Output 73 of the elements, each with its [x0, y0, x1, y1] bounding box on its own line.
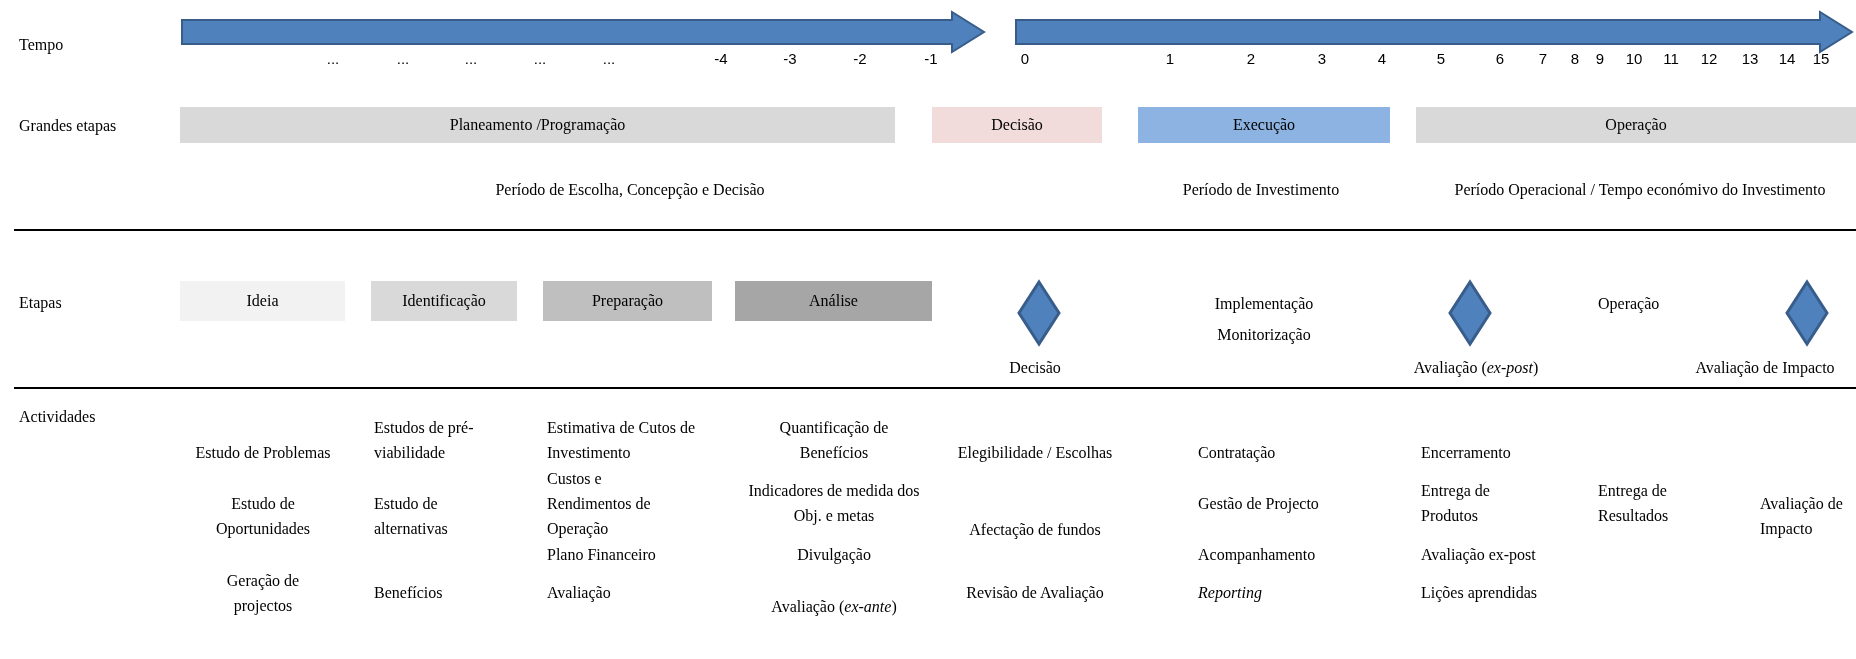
- activity-text: Estudo de Problemas: [194, 443, 332, 463]
- stage-box: Identificação: [371, 281, 517, 321]
- tick-label: 3: [1316, 49, 1328, 69]
- tick-label: 12: [1699, 49, 1719, 69]
- stage-label: Implementação: [1213, 294, 1315, 315]
- activity-text: Avaliação ex-post: [1421, 545, 1537, 566]
- tick-label: 6: [1494, 49, 1506, 69]
- activity-text: Avaliação: [547, 583, 612, 604]
- activity-text: Afectação de fundos: [968, 520, 1102, 541]
- stage-box: Ideia: [180, 281, 345, 321]
- tick-label: ...: [463, 49, 479, 69]
- tick-label: 4: [1376, 49, 1388, 69]
- tick-label: 1: [1164, 49, 1176, 69]
- activity-text: Divulgação: [796, 545, 872, 566]
- row-label: Actividades: [19, 407, 97, 427]
- tick-label: 7: [1537, 49, 1549, 69]
- activity-text: Revisão de Avaliação: [965, 583, 1105, 604]
- stage-label: Operação: [1598, 294, 1661, 315]
- row-label: Etapas: [19, 293, 63, 314]
- activity-text: Elegibilidade / Escolhas: [956, 443, 1114, 464]
- tick-label: 8: [1569, 49, 1581, 69]
- phase-bar: Planeamento /Programação: [180, 107, 895, 143]
- tick-label: 15: [1811, 49, 1831, 69]
- milestone-caption: Decisão: [1008, 358, 1062, 378]
- activity-text: Estimativa de Cutos de Investimento: [547, 418, 696, 463]
- tick-label: 9: [1594, 49, 1606, 69]
- tick-label: -1: [923, 49, 939, 69]
- tick-label: ...: [325, 49, 341, 69]
- activity-text: Indicadores de medida dos Obj. e metas: [747, 481, 921, 527]
- activity-text: Gestão de Projecto: [1198, 494, 1320, 515]
- stage-label: Monitorização: [1216, 325, 1312, 346]
- activity-text: Estudo de Oportunidades: [214, 494, 312, 540]
- tick-label: 0: [1019, 49, 1031, 69]
- phase-bar: Operação: [1416, 107, 1856, 143]
- row-label: Tempo: [19, 35, 65, 56]
- activity-text: Estudos de pré-viabilidade: [374, 418, 475, 463]
- period-label: Período de Escolha, Concepção e Decisão: [494, 180, 766, 201]
- tick-label: 14: [1777, 49, 1797, 69]
- stage-box: Preparação: [543, 281, 712, 321]
- tick-label: 10: [1624, 49, 1644, 69]
- activity-text: Reporting: [1198, 583, 1263, 604]
- tick-label: 5: [1435, 49, 1447, 69]
- period-label: Período de Investimento: [1181, 180, 1341, 200]
- activity-text: Avaliação de Impacto: [1760, 494, 1844, 540]
- tick-label: -3: [782, 49, 798, 69]
- tick-label: ...: [532, 49, 548, 69]
- row-label: Grandes etapas: [19, 116, 118, 137]
- phase-bar: Execução: [1138, 107, 1390, 143]
- activity-text: Plano Financeiro: [547, 545, 657, 565]
- activity-text: Benefícios: [374, 583, 444, 603]
- activity-text: Quantificação de Benefícios: [778, 418, 890, 463]
- activity-text: Contratação: [1198, 443, 1277, 464]
- period-label: Período Operacional / Tempo económivo do Investimento: [1453, 180, 1827, 201]
- activity-text: Estudo de alternativas: [374, 494, 449, 539]
- tick-label: -2: [852, 49, 868, 69]
- activity-text: Acompanhamento: [1198, 545, 1317, 566]
- tick-label: 13: [1740, 49, 1760, 69]
- activity-text: Custos e Rendimentos de Operação: [547, 469, 652, 540]
- tick-label: ...: [395, 49, 411, 69]
- tick-label: 11: [1662, 49, 1680, 69]
- activity-text: Avaliação (ex-ante): [770, 597, 898, 618]
- tick-label: 2: [1245, 49, 1257, 69]
- tick-label: -4: [713, 49, 729, 69]
- activity-text: Entrega de Produtos: [1421, 481, 1491, 526]
- activity-text: Geração de projectos: [225, 571, 301, 617]
- phase-bar: Decisão: [932, 107, 1102, 143]
- activity-text: Encerramento: [1421, 443, 1512, 463]
- milestone-caption: Avaliação (ex-post): [1412, 358, 1540, 379]
- activity-text: Entrega de Resultados: [1598, 481, 1670, 526]
- milestone-caption: Avaliação de Impacto: [1694, 358, 1836, 379]
- tick-label: ...: [601, 49, 617, 69]
- stage-box: Análise: [735, 281, 932, 321]
- activity-text: Lições aprendidas: [1421, 583, 1538, 604]
